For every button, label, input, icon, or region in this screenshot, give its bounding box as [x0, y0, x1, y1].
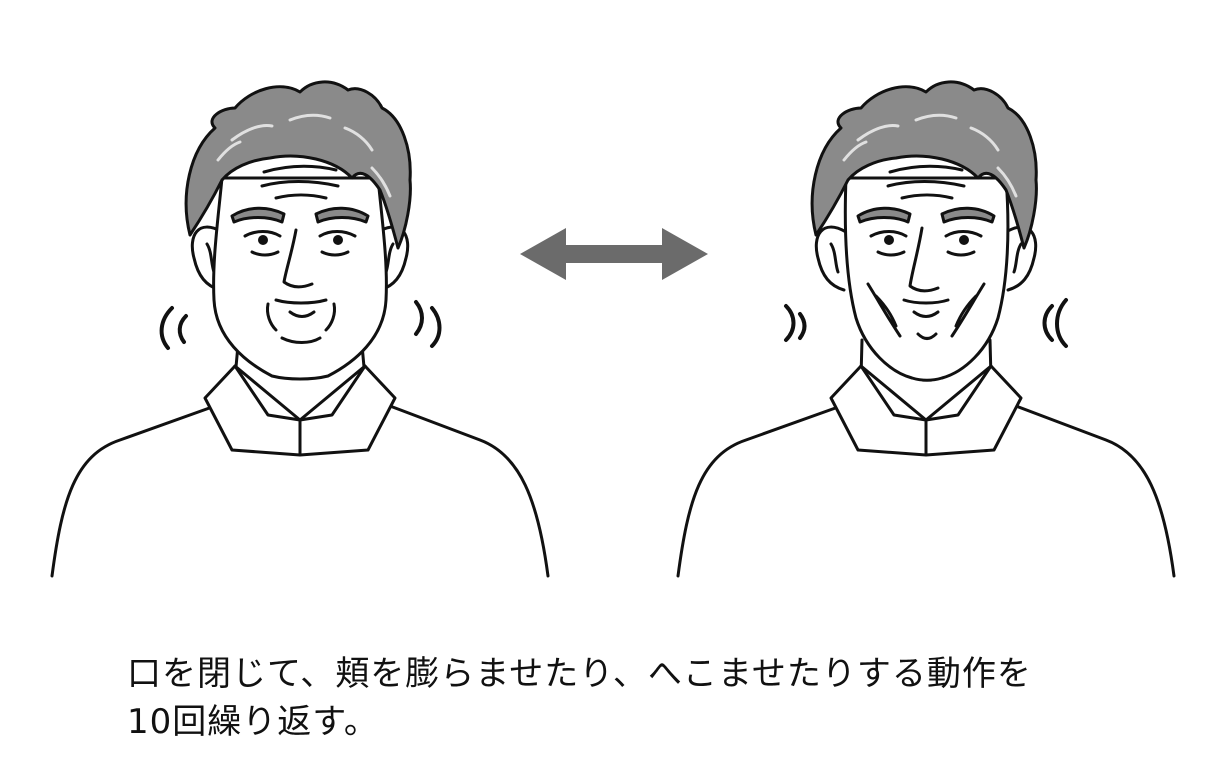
left-mouth — [266, 298, 336, 332]
right-ear-left — [814, 225, 848, 292]
motion-lines-icon — [159, 300, 442, 350]
left-nose — [282, 228, 314, 289]
left-collar — [203, 364, 397, 457]
right-hair — [810, 80, 1038, 250]
left-eyebrows — [230, 206, 370, 224]
figure-cheeks-hollowed — [676, 80, 1176, 578]
caption-line-2: 10回繰り返す。 — [127, 702, 379, 742]
right-eyebrows — [856, 206, 996, 224]
motion-lines-icon — [784, 298, 1068, 348]
right-face-hollowed — [843, 176, 1010, 382]
figure-cheeks-puffed — [50, 80, 550, 578]
exercise-illustration — [50, 80, 1176, 578]
caption-line-1: 口を閉じて、頬を膨らませたり、へこませたりする動作を — [127, 654, 1032, 694]
left-sweater — [50, 404, 550, 578]
left-hair — [184, 80, 412, 250]
right-mouth — [902, 298, 950, 340]
right-collar — [829, 364, 1023, 457]
left-face-puffed — [212, 176, 388, 381]
right-sweater — [676, 404, 1176, 578]
right-cheek-hollows — [866, 282, 986, 338]
double-headed-arrow-icon — [520, 228, 708, 280]
instruction-caption: 口を閉じて、頬を膨らませたり、へこませたりする動作を 10回繰り返す。 — [127, 650, 1187, 746]
right-nose — [908, 226, 940, 293]
